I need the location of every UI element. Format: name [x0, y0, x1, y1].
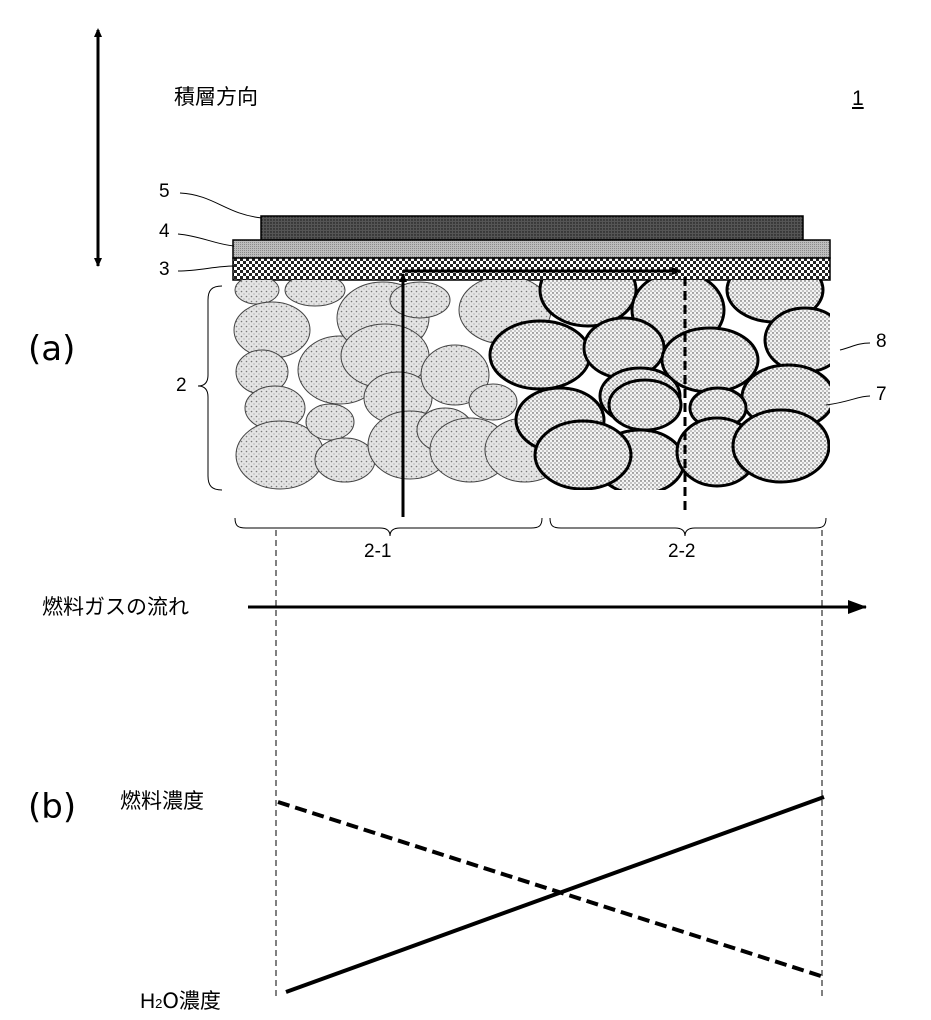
- leader-3: [178, 266, 234, 271]
- label-region-2-1: 2-1: [364, 542, 391, 561]
- label-figure-number: 1: [852, 88, 864, 109]
- layer-4: [233, 240, 830, 258]
- brace-layer-2: [198, 286, 222, 490]
- label-fuel-gas-flow: 燃料ガスの流れ: [42, 597, 189, 618]
- label-layer-2: 2: [176, 376, 187, 395]
- leader-7: [826, 396, 870, 405]
- label-region-2-2: 2-2: [668, 542, 695, 561]
- anode-layer-2: [234, 254, 845, 494]
- label-stack-direction: 積層方向: [174, 87, 258, 108]
- particles-region-2-2: [490, 254, 845, 494]
- leader-8: [840, 343, 870, 350]
- leader-4: [178, 234, 234, 246]
- label-fuel-concentration: 燃料濃度: [120, 791, 204, 812]
- label-layer-5: 5: [159, 182, 170, 201]
- fuel-concentration-line: [286, 797, 824, 992]
- h2o-prefix: H: [140, 990, 155, 1013]
- label-layer-4: 4: [159, 222, 170, 241]
- brace-region-2-2: [550, 518, 826, 536]
- layer-3: [233, 258, 830, 280]
- brace-region-2-1: [235, 518, 542, 536]
- layer-5: [261, 216, 803, 240]
- label-panel-b: (b): [28, 790, 76, 824]
- label-panel-a: (a): [28, 332, 75, 366]
- leader-5: [180, 193, 262, 218]
- label-layer-3: 3: [159, 260, 170, 279]
- label-particle-8: 8: [876, 332, 887, 351]
- concentration-plot: [278, 797, 824, 992]
- label-h2o-concentration: H2O濃度: [140, 991, 221, 1012]
- h2o-suffix: O濃度: [162, 989, 221, 1013]
- label-particle-7: 7: [876, 385, 887, 404]
